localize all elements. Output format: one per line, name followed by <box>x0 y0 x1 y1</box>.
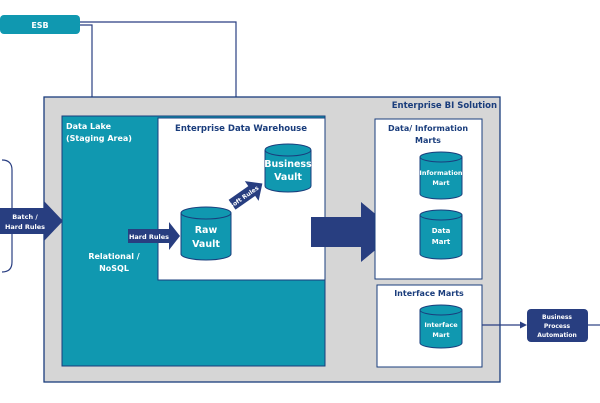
interface-mart-label-2: Mart <box>432 331 449 339</box>
esb-box <box>0 15 80 34</box>
marts-title-1: Data/ Information <box>388 124 468 133</box>
esb-connectors <box>80 21 237 112</box>
raw-vault-label-2: Vault <box>192 239 220 250</box>
raw-vault-cylinder <box>180 206 232 261</box>
marts-title-2: Marts <box>415 136 441 145</box>
data-mart-label-2: Mart <box>432 238 451 246</box>
bpa-label-2: Process <box>544 323 571 330</box>
business-vault-label-2: Vault <box>274 172 302 183</box>
batch-label-1: Batch / <box>12 213 38 221</box>
hard-rules-label: Hard Rules <box>129 233 169 241</box>
bpa-label-1: Business <box>542 314 572 321</box>
business-vault-cylinder <box>264 143 312 193</box>
data-lake-body-2: NoSQL <box>99 264 129 273</box>
data-mart-cylinder <box>419 209 463 260</box>
bi-solution-title: Enterprise BI Solution <box>392 101 497 111</box>
batch-hard-rules-arrow <box>0 201 63 241</box>
interface-mart-label-1: Interface <box>424 321 458 329</box>
interface-mart-cylinder <box>419 304 463 349</box>
interface-marts-title: Interface Marts <box>394 289 464 298</box>
batch-label-2: Hard Rules <box>5 223 45 231</box>
information-mart-label-1: Information <box>419 169 463 177</box>
esb-label: ESB <box>31 21 48 30</box>
information-mart-label-2: Mart <box>432 179 449 187</box>
bpa-label-3: Automation <box>537 332 577 339</box>
edw-title: Enterprise Data Warehouse <box>175 124 307 134</box>
raw-vault-label-1: Raw <box>195 225 218 236</box>
data-lake-body-1: Relational / <box>88 252 139 261</box>
bpa-box <box>527 309 588 342</box>
interface-to-bpa-arrowhead <box>520 321 527 329</box>
information-mart-cylinder <box>419 151 463 200</box>
business-vault-label-1: Business <box>264 159 312 170</box>
data-lake-subtitle: (Staging Area) <box>66 134 132 143</box>
data-lake-title: Data Lake <box>66 122 112 131</box>
hard-rules-arrow <box>128 222 180 250</box>
data-mart-label-1: Data <box>432 227 451 235</box>
